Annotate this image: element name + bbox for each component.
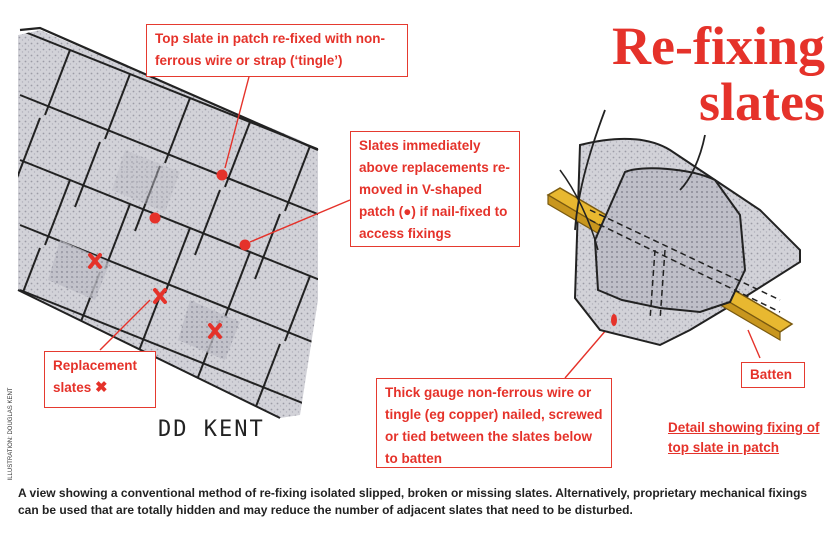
title-line-2: slates bbox=[699, 72, 825, 132]
replacement-cross bbox=[208, 323, 222, 339]
v-patch-dot bbox=[239, 239, 251, 251]
v-patch-markers bbox=[149, 169, 251, 251]
figure-caption: A view showing a conventional method of … bbox=[18, 486, 808, 517]
wire-tip-marker bbox=[611, 314, 617, 326]
callout-top-slate: Top slate in patch re-fixed with non-fer… bbox=[146, 24, 408, 77]
slate-roof-drawing bbox=[18, 30, 318, 418]
callout-batten: Batten bbox=[741, 362, 805, 388]
v-patch-dot bbox=[149, 212, 161, 224]
page-title: Re-fixing slates bbox=[520, 18, 825, 130]
replacement-cross-icon: ✖ bbox=[95, 379, 108, 396]
batten-detail-drawing bbox=[546, 109, 801, 347]
callout-replacement-slates: Replacement slates ✖ bbox=[44, 351, 156, 408]
replacement-cross bbox=[88, 253, 102, 269]
replacement-label: Replacement slates bbox=[53, 358, 138, 395]
callout-wire: Thick gauge non-ferrous wire or tingle (… bbox=[376, 378, 612, 468]
title-line-1: Re-fixing bbox=[612, 16, 825, 76]
detail-caption: Detail showing fixing of top slate in pa… bbox=[668, 420, 820, 455]
v-patch-dot bbox=[216, 169, 228, 181]
replacement-cross bbox=[153, 288, 167, 304]
replacement-markers bbox=[88, 253, 222, 339]
callout-v-patch: Slates immediately above replacements re… bbox=[350, 131, 520, 247]
illustration-credit: ILLUSTRATION: DOUGLAS KENT bbox=[8, 387, 14, 481]
artist-signature: DD KENT bbox=[158, 417, 265, 442]
